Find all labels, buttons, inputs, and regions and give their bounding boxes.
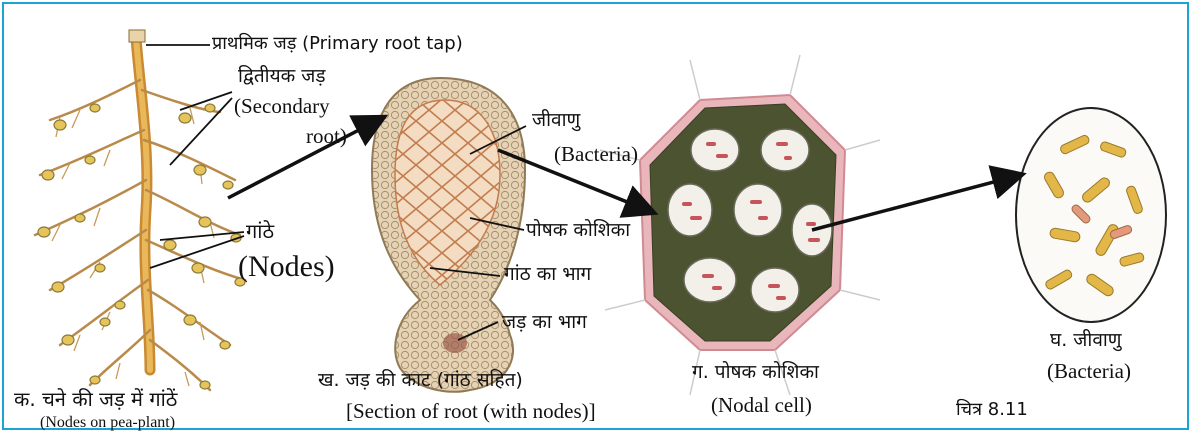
caption-d-en: (Bacteria) — [1047, 360, 1131, 383]
secondary-root-label-en-2: root) — [306, 125, 347, 148]
nodule-part-label: गांठ का भाग — [504, 264, 591, 285]
caption-b-hi: ख. जड़ की काट (गांठ सहित) — [318, 370, 523, 391]
root-section — [372, 78, 525, 392]
nodal-cell-label: पोषक कोशिका — [526, 220, 630, 241]
caption-d-hi: घ. जीवाणु — [1050, 330, 1122, 351]
nodes-label-hi: गांठे — [246, 220, 274, 242]
primary-root-label: प्राथमिक जड़ (Primary root tap) — [212, 34, 463, 54]
bacteria-label-hi: जीवाणु — [532, 110, 580, 131]
nodes-label-en: (Nodes) — [238, 250, 335, 283]
caption-a-hi: क. चने की जड़ में गांठें — [14, 388, 177, 410]
secondary-root-label-en-1: (Secondary — [234, 95, 330, 118]
figure-number: चित्र 8.11 — [956, 400, 1028, 420]
bacteria-circle — [1016, 108, 1166, 322]
pea-root-system — [35, 30, 245, 390]
secondary-root-label-hi: द्वितीयक जड़ — [238, 66, 326, 87]
caption-c-en: (Nodal cell) — [711, 394, 812, 417]
caption-c-hi: ग. पोषक कोशिका — [692, 362, 819, 383]
caption-a-en: (Nodes on pea-plant) — [40, 414, 175, 432]
caption-b-en: [Section of root (with nodes)] — [346, 400, 596, 423]
arrows — [146, 45, 1020, 340]
nodal-cell — [600, 55, 880, 395]
root-part-label: जड़ का भाग — [502, 312, 587, 333]
bacteria-label-en: (Bacteria) — [554, 143, 638, 166]
